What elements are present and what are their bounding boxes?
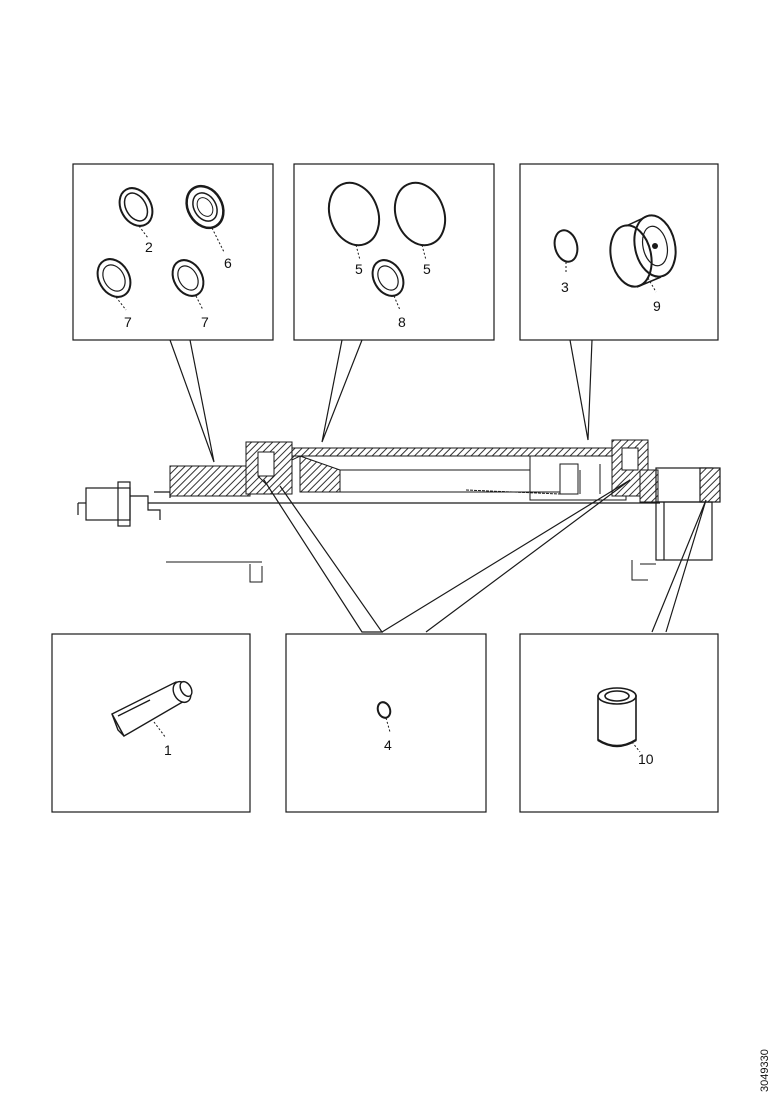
pin-1	[111, 680, 193, 737]
callout-2: 2	[145, 239, 153, 255]
cylinder-assembly	[77, 439, 721, 583]
seal-ring-6	[185, 184, 225, 230]
o-ring-5a	[327, 181, 381, 247]
reference-code: 3049330	[759, 1049, 771, 1092]
callout-6: 6	[224, 255, 232, 271]
inset-box-bushing-right: 10	[519, 633, 719, 813]
piston-section	[465, 455, 627, 501]
seal-ring-8	[371, 259, 405, 297]
o-ring-3	[553, 229, 579, 263]
gland-housing	[169, 465, 251, 497]
inset-box-seals-left: 2 6 7 7	[72, 163, 274, 341]
callout-10: 10	[638, 751, 654, 767]
piston-9	[609, 214, 677, 288]
callout-8: 8	[398, 314, 406, 330]
cap-eye-housing	[655, 467, 721, 561]
callout-9: 9	[653, 298, 661, 314]
callout-3: 3	[561, 279, 569, 295]
leader-lines-top	[169, 339, 593, 463]
callout-5b: 5	[423, 261, 431, 277]
inset-box-orings-middle: 5 5 8	[293, 163, 495, 341]
mount-detail-lines	[166, 560, 656, 583]
callout-4: 4	[384, 737, 392, 753]
seal-ring-7b	[171, 259, 205, 297]
o-ring-5b	[393, 181, 447, 247]
seal-ring-2	[118, 187, 154, 227]
callout-7a: 7	[124, 314, 132, 330]
inset-box-pin-left: 1	[51, 633, 251, 813]
inset-box-oring-middle: 4	[285, 633, 487, 813]
callout-5a: 5	[355, 261, 363, 277]
seal-ring-7a	[96, 258, 132, 298]
rod-end-eye	[77, 481, 171, 527]
o-ring-4	[376, 701, 392, 719]
callout-7b: 7	[201, 314, 209, 330]
bushing-10	[597, 687, 637, 748]
cap-end	[611, 439, 659, 503]
callout-1: 1	[164, 742, 172, 758]
inset-box-piston-right: 3 9	[519, 163, 719, 341]
barrel-tube	[291, 447, 631, 493]
leader-lines-bottom	[263, 479, 707, 633]
